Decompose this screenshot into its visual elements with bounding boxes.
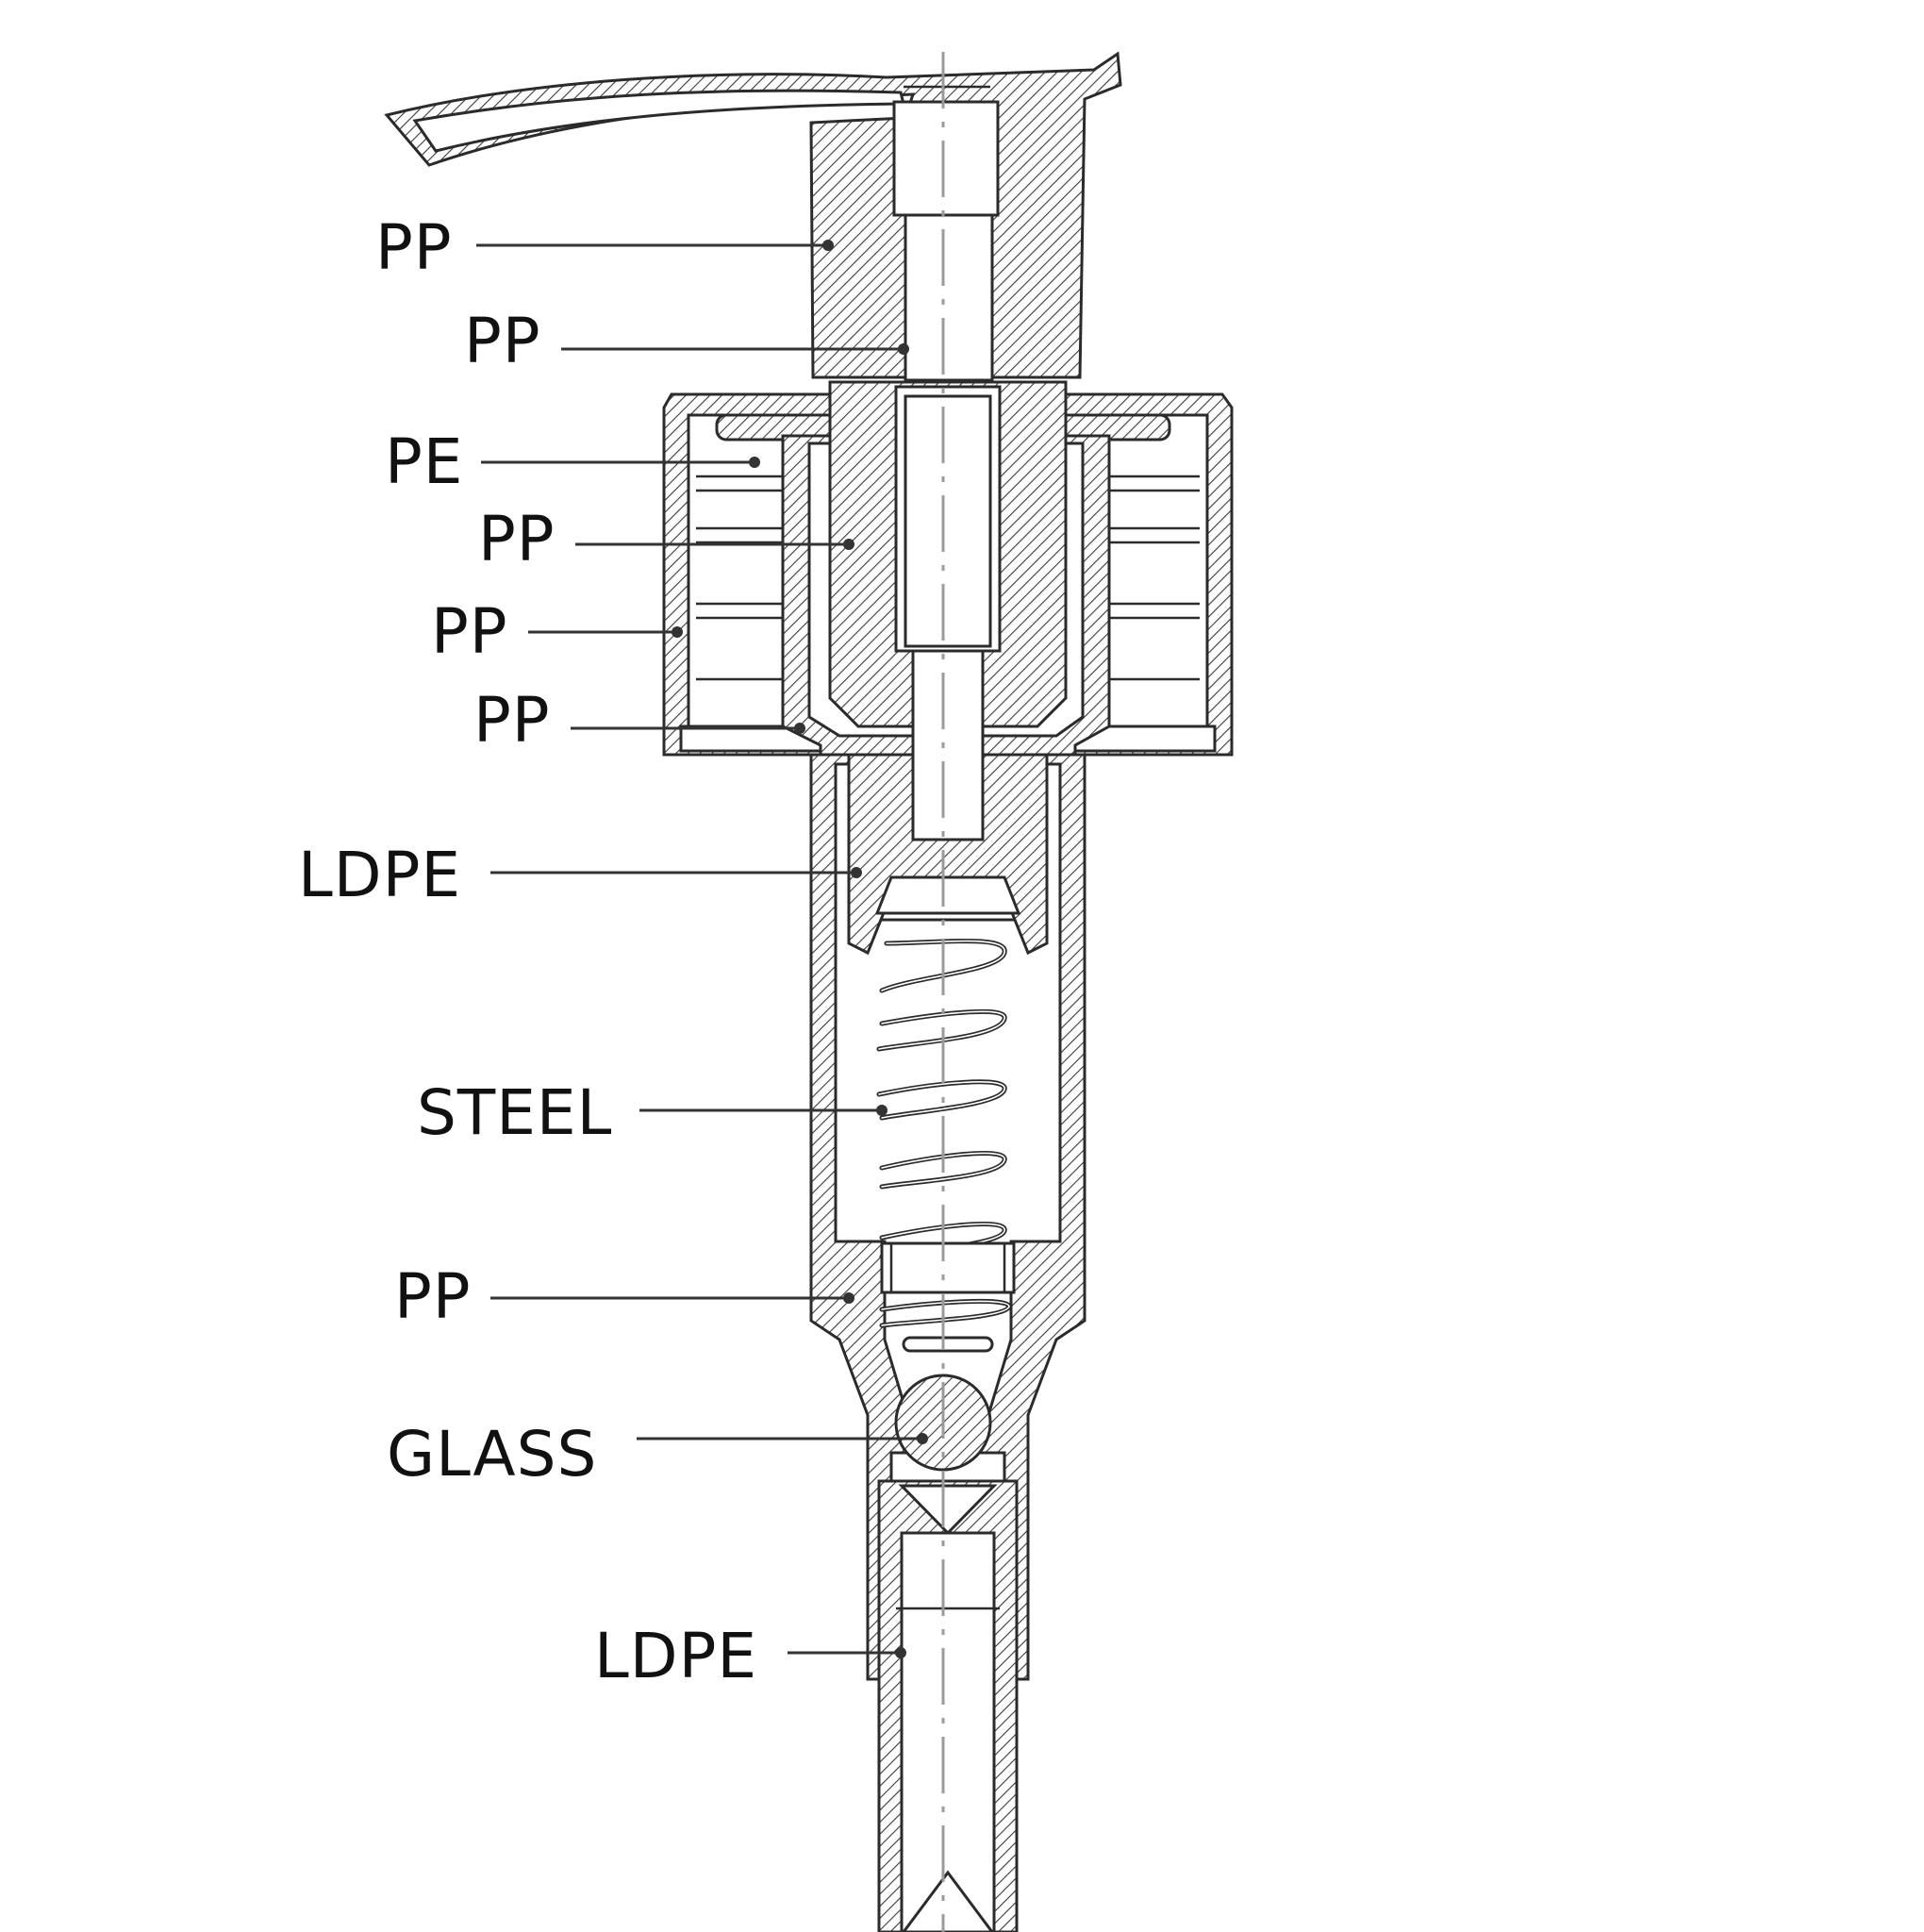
callout-label-stem: PP — [464, 305, 541, 377]
callout-piston: LDPE — [298, 839, 862, 911]
cap-threads-left — [696, 475, 792, 681]
spring — [876, 939, 1012, 1328]
callout-gasket: PE — [385, 425, 760, 498]
callout-label-collar: PP — [473, 684, 551, 757]
callout-collar: PP — [473, 684, 805, 757]
callout-label-housing: PP — [394, 1260, 472, 1333]
callout-label-piston: LDPE — [298, 839, 461, 911]
dip-tube — [877, 1479, 1019, 1932]
callout-closure: PP — [431, 595, 683, 668]
callouts: PP PP PE PP PP PP LD — [298, 211, 928, 1692]
callout-spring: STEEL — [417, 1076, 887, 1149]
callout-label-gasket: PE — [385, 425, 464, 498]
pump-drawing — [384, 51, 1234, 1932]
callout-ball: GLASS — [387, 1418, 928, 1491]
piston — [847, 649, 1049, 956]
callout-label-closure: PP — [431, 595, 508, 668]
cap-threads-right — [1103, 475, 1200, 681]
callout-label-actuator: PP — [375, 211, 453, 284]
spring-seat — [880, 1241, 1016, 1353]
actuator-head — [384, 51, 1122, 382]
callout-label-ball: GLASS — [387, 1418, 597, 1491]
callout-label-inner-sleeve: PP — [478, 503, 556, 575]
callout-inner-sleeve: PP — [478, 503, 854, 575]
inner-sleeve-stack — [781, 380, 1111, 757]
callout-housing: PP — [394, 1260, 854, 1333]
callout-dip-tube: LDPE — [594, 1620, 906, 1692]
callout-label-dip-tube: LDPE — [594, 1620, 757, 1692]
callout-label-spring: STEEL — [417, 1076, 612, 1149]
callout-actuator: PP — [375, 211, 834, 284]
callout-stem: PP — [464, 305, 909, 377]
